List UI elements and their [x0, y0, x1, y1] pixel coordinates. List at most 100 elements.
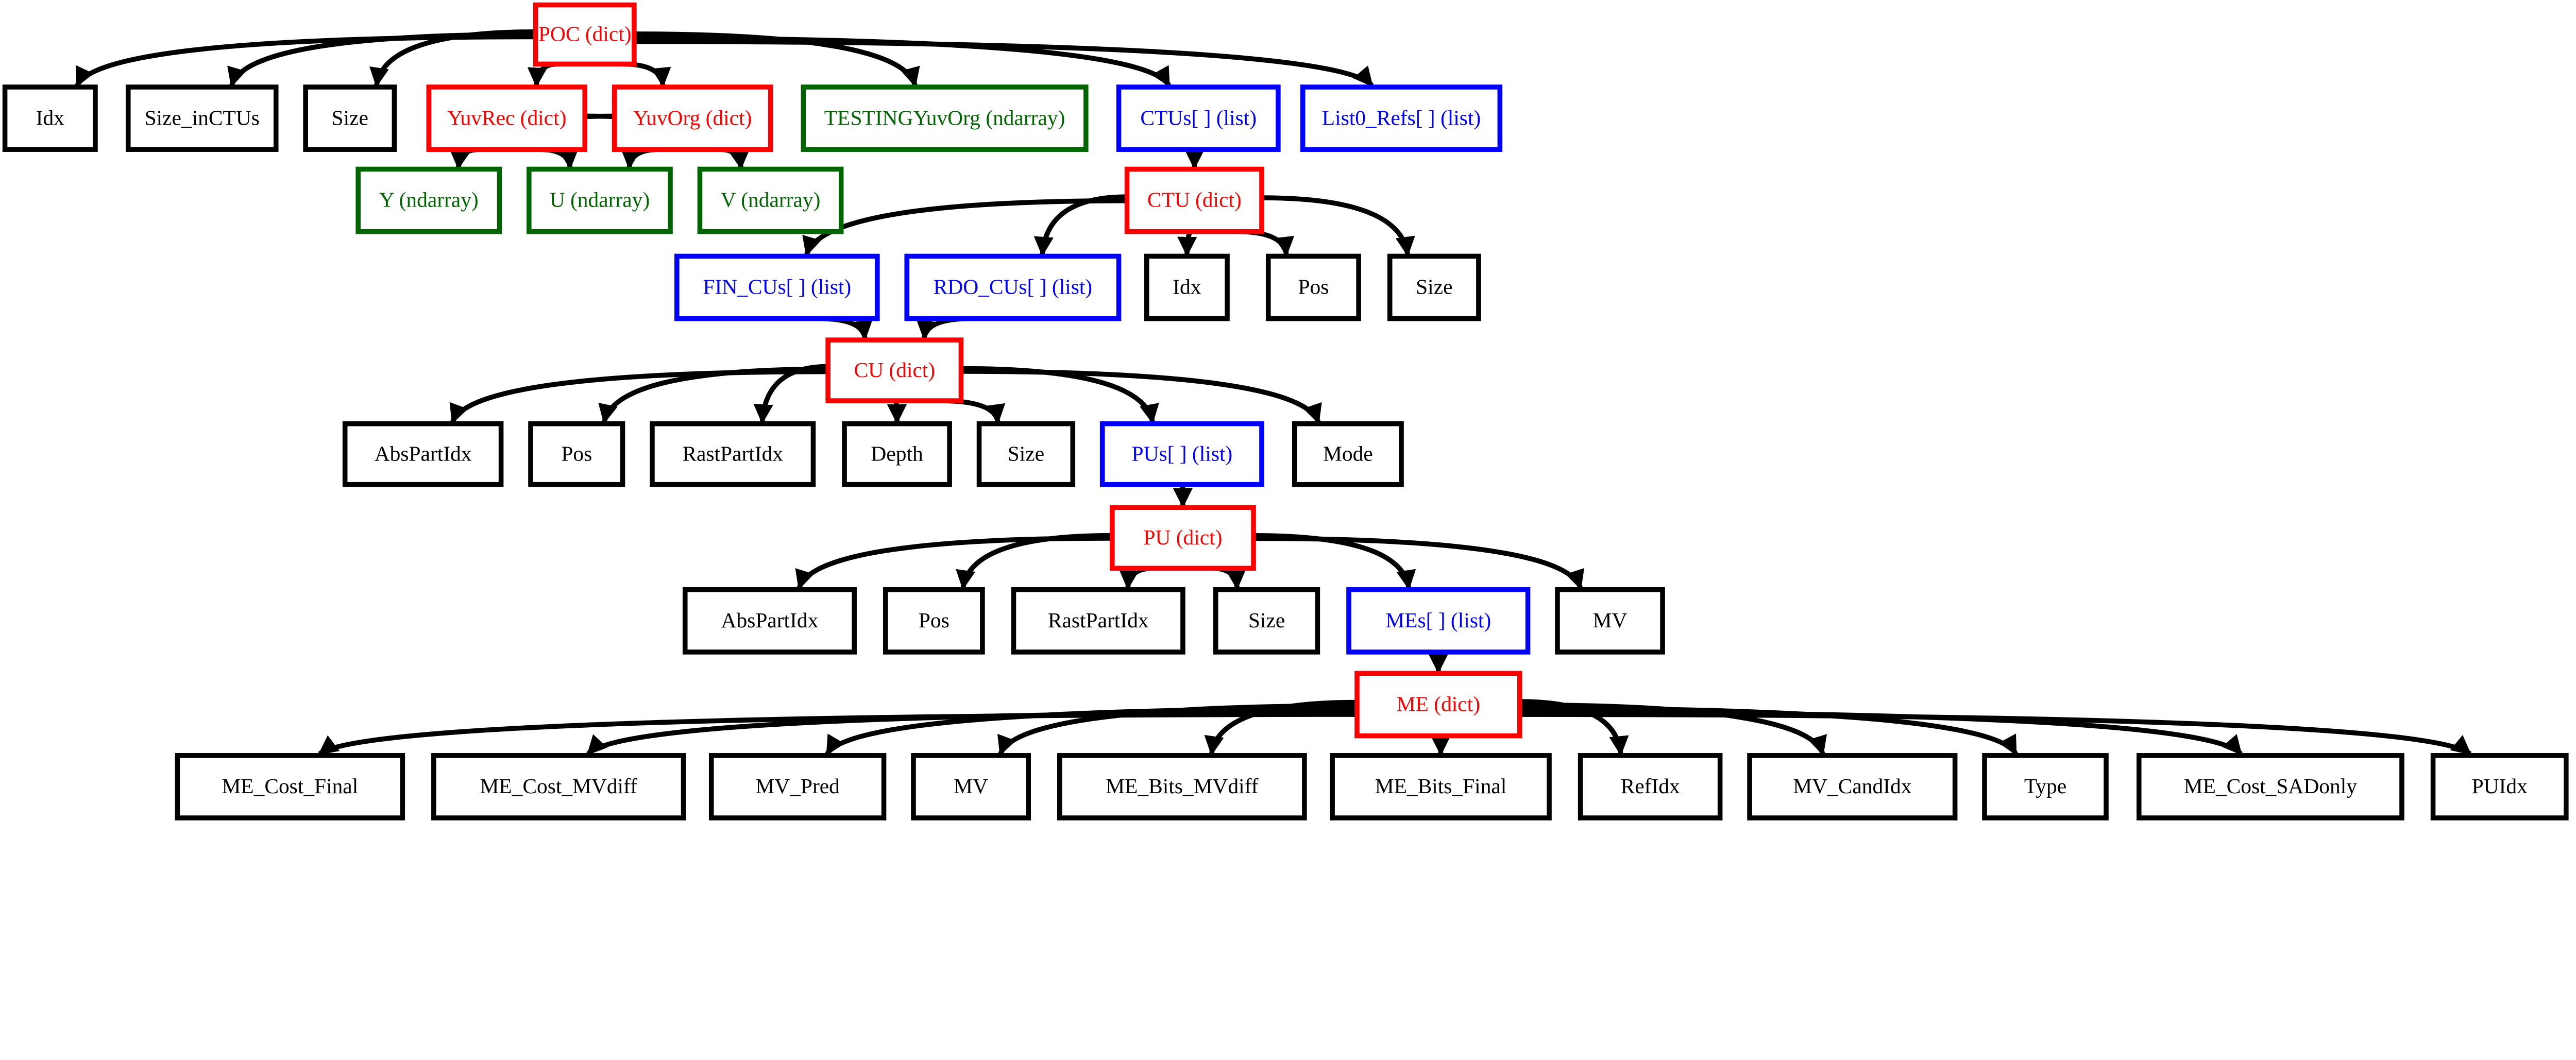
- node-pu-size: Size: [1213, 587, 1320, 655]
- node-poc-sizectus: Size_inCTUs: [125, 84, 279, 152]
- node-box: [1387, 253, 1481, 321]
- node-mv-candidx: MV_CandIdx: [1747, 753, 1958, 820]
- node-label: MV_CandIdx: [1793, 774, 1911, 798]
- node-box: [2, 84, 98, 152]
- node-label: YuvOrg (dict): [633, 106, 752, 130]
- node-box: [1578, 753, 1723, 820]
- node-label: Y (ndarray): [379, 188, 479, 212]
- edge-rdo-to-cu: [916, 316, 972, 340]
- node-label: CTUs[ ] (list): [1140, 106, 1257, 130]
- node-me-cost-mvdiff: ME_Cost_MVdiff: [431, 753, 686, 820]
- node-label: Size: [1416, 275, 1452, 299]
- node-box: [1110, 505, 1256, 571]
- node-label: Size: [332, 106, 368, 129]
- node-label: Pos: [561, 441, 592, 465]
- node-v: V (ndarray): [697, 166, 844, 234]
- node-box: [528, 421, 625, 487]
- node-cu-depth: Depth: [842, 421, 952, 487]
- node-label: CTU (dict): [1147, 188, 1242, 212]
- node-box: [533, 2, 637, 67]
- edge-pus-to-pu: [1173, 482, 1193, 508]
- node-box: [125, 84, 279, 152]
- node-box: [682, 587, 857, 655]
- edge-pu-to-pu_rast: [1119, 566, 1154, 590]
- node-y: Y (ndarray): [355, 166, 502, 234]
- node-ctu-size: Size: [1387, 253, 1481, 321]
- node-label: MV_Pred: [755, 774, 840, 798]
- node-poc-size: Size: [303, 84, 397, 152]
- node-box: [1124, 166, 1264, 234]
- node-label: PU (dict): [1143, 525, 1222, 550]
- edge-me-to-me_bits_final: [1431, 733, 1451, 756]
- node-ctu: CTU (dict): [1124, 166, 1264, 234]
- node-rdo: RDO_CUs[ ] (list): [904, 253, 1122, 321]
- node-box: [708, 753, 887, 820]
- node-label: Type: [2024, 774, 2066, 798]
- node-poc: POC (dict): [533, 2, 637, 67]
- edge-pu-to-pu_abs: [795, 536, 1112, 590]
- node-me-mv: MV: [911, 753, 1031, 820]
- node-label: RDO_CUs[ ] (list): [934, 275, 1092, 299]
- node-box: [2136, 753, 2404, 820]
- edge-poc-to-poc_size: [369, 29, 536, 88]
- node-cu-mode: Mode: [1292, 421, 1404, 487]
- edge-yuvorg-to-v: [719, 147, 750, 170]
- node-label: TESTINGYuvOrg (ndarray): [824, 106, 1065, 130]
- node-cu: CU (dict): [825, 337, 964, 403]
- edge-yuvrec-to-u: [539, 147, 579, 170]
- edge-pu-to-pu_mv: [1253, 536, 1584, 590]
- edge-cu-to-cu_size: [940, 398, 1006, 424]
- node-label: RastPartIdx: [1048, 608, 1149, 632]
- node-mv-pred: MV_Pred: [708, 753, 887, 820]
- node-me-cost-sad: ME_Cost_SADonly: [2136, 753, 2404, 820]
- node-label: Depth: [871, 441, 923, 465]
- node-box: [1747, 753, 1958, 820]
- node-label: MV: [954, 774, 988, 798]
- node-label: Pos: [919, 608, 950, 632]
- node-label: Mode: [1323, 441, 1373, 465]
- node-label: RastPartIdx: [682, 441, 783, 465]
- edge-me-to-me_bits_mvdiff: [1204, 699, 1357, 756]
- node-box: [1057, 753, 1307, 820]
- node-me: ME (dict): [1354, 671, 1522, 739]
- node-list0: List0_Refs[ ] (list): [1300, 84, 1503, 152]
- node-label: MEs[ ] (list): [1385, 608, 1491, 632]
- edge-ctus-to-ctu: [1184, 147, 1205, 170]
- node-box: [1354, 671, 1522, 739]
- node-pu-mv: MV: [1555, 587, 1665, 655]
- edge-poc-to-yuvrec: [527, 61, 558, 88]
- node-fin: FIN_CUs[ ] (list): [674, 253, 880, 321]
- node-label: YuvRec (dict): [447, 106, 566, 130]
- node-label: List0_Refs[ ] (list): [1322, 106, 1481, 130]
- edge-cu-to-cu_rast: [753, 364, 828, 424]
- edge-cu-to-cu_mode: [961, 369, 1322, 424]
- edge-pu-to-pu_pos: [956, 533, 1112, 590]
- node-ctu-pos: Pos: [1265, 253, 1361, 321]
- node-box: [825, 337, 964, 403]
- node-box: [1292, 421, 1404, 487]
- edge-ctu-to-fin: [802, 198, 1127, 257]
- node-type: Type: [1982, 753, 2109, 820]
- node-ctus: CTUs[ ] (list): [1116, 84, 1281, 152]
- node-box: [650, 421, 816, 487]
- edge-cu-to-cu_pos: [598, 366, 828, 424]
- edge-ctu-to-ctu_pos: [1236, 229, 1295, 257]
- node-cu-pos: Pos: [528, 421, 625, 487]
- node-label: AbsPartIdx: [375, 441, 472, 465]
- node-label: Pos: [1298, 275, 1329, 299]
- node-label: MV: [1593, 608, 1628, 632]
- node-box: [1011, 587, 1185, 655]
- node-box: [342, 421, 504, 487]
- node-pu-rast: RastPartIdx: [1011, 587, 1185, 655]
- node-cu-abs: AbsPartIdx: [342, 421, 504, 487]
- node-box: [911, 753, 1031, 820]
- node-box: [2430, 753, 2569, 820]
- node-me-bits-mvdiff: ME_Bits_MVdiff: [1057, 753, 1307, 820]
- edge-ctu-to-ctu_size: [1261, 195, 1415, 257]
- node-box: [842, 421, 952, 487]
- node-label: POC (dict): [538, 22, 632, 46]
- node-box: [431, 753, 686, 820]
- node-label: ME (dict): [1397, 692, 1480, 716]
